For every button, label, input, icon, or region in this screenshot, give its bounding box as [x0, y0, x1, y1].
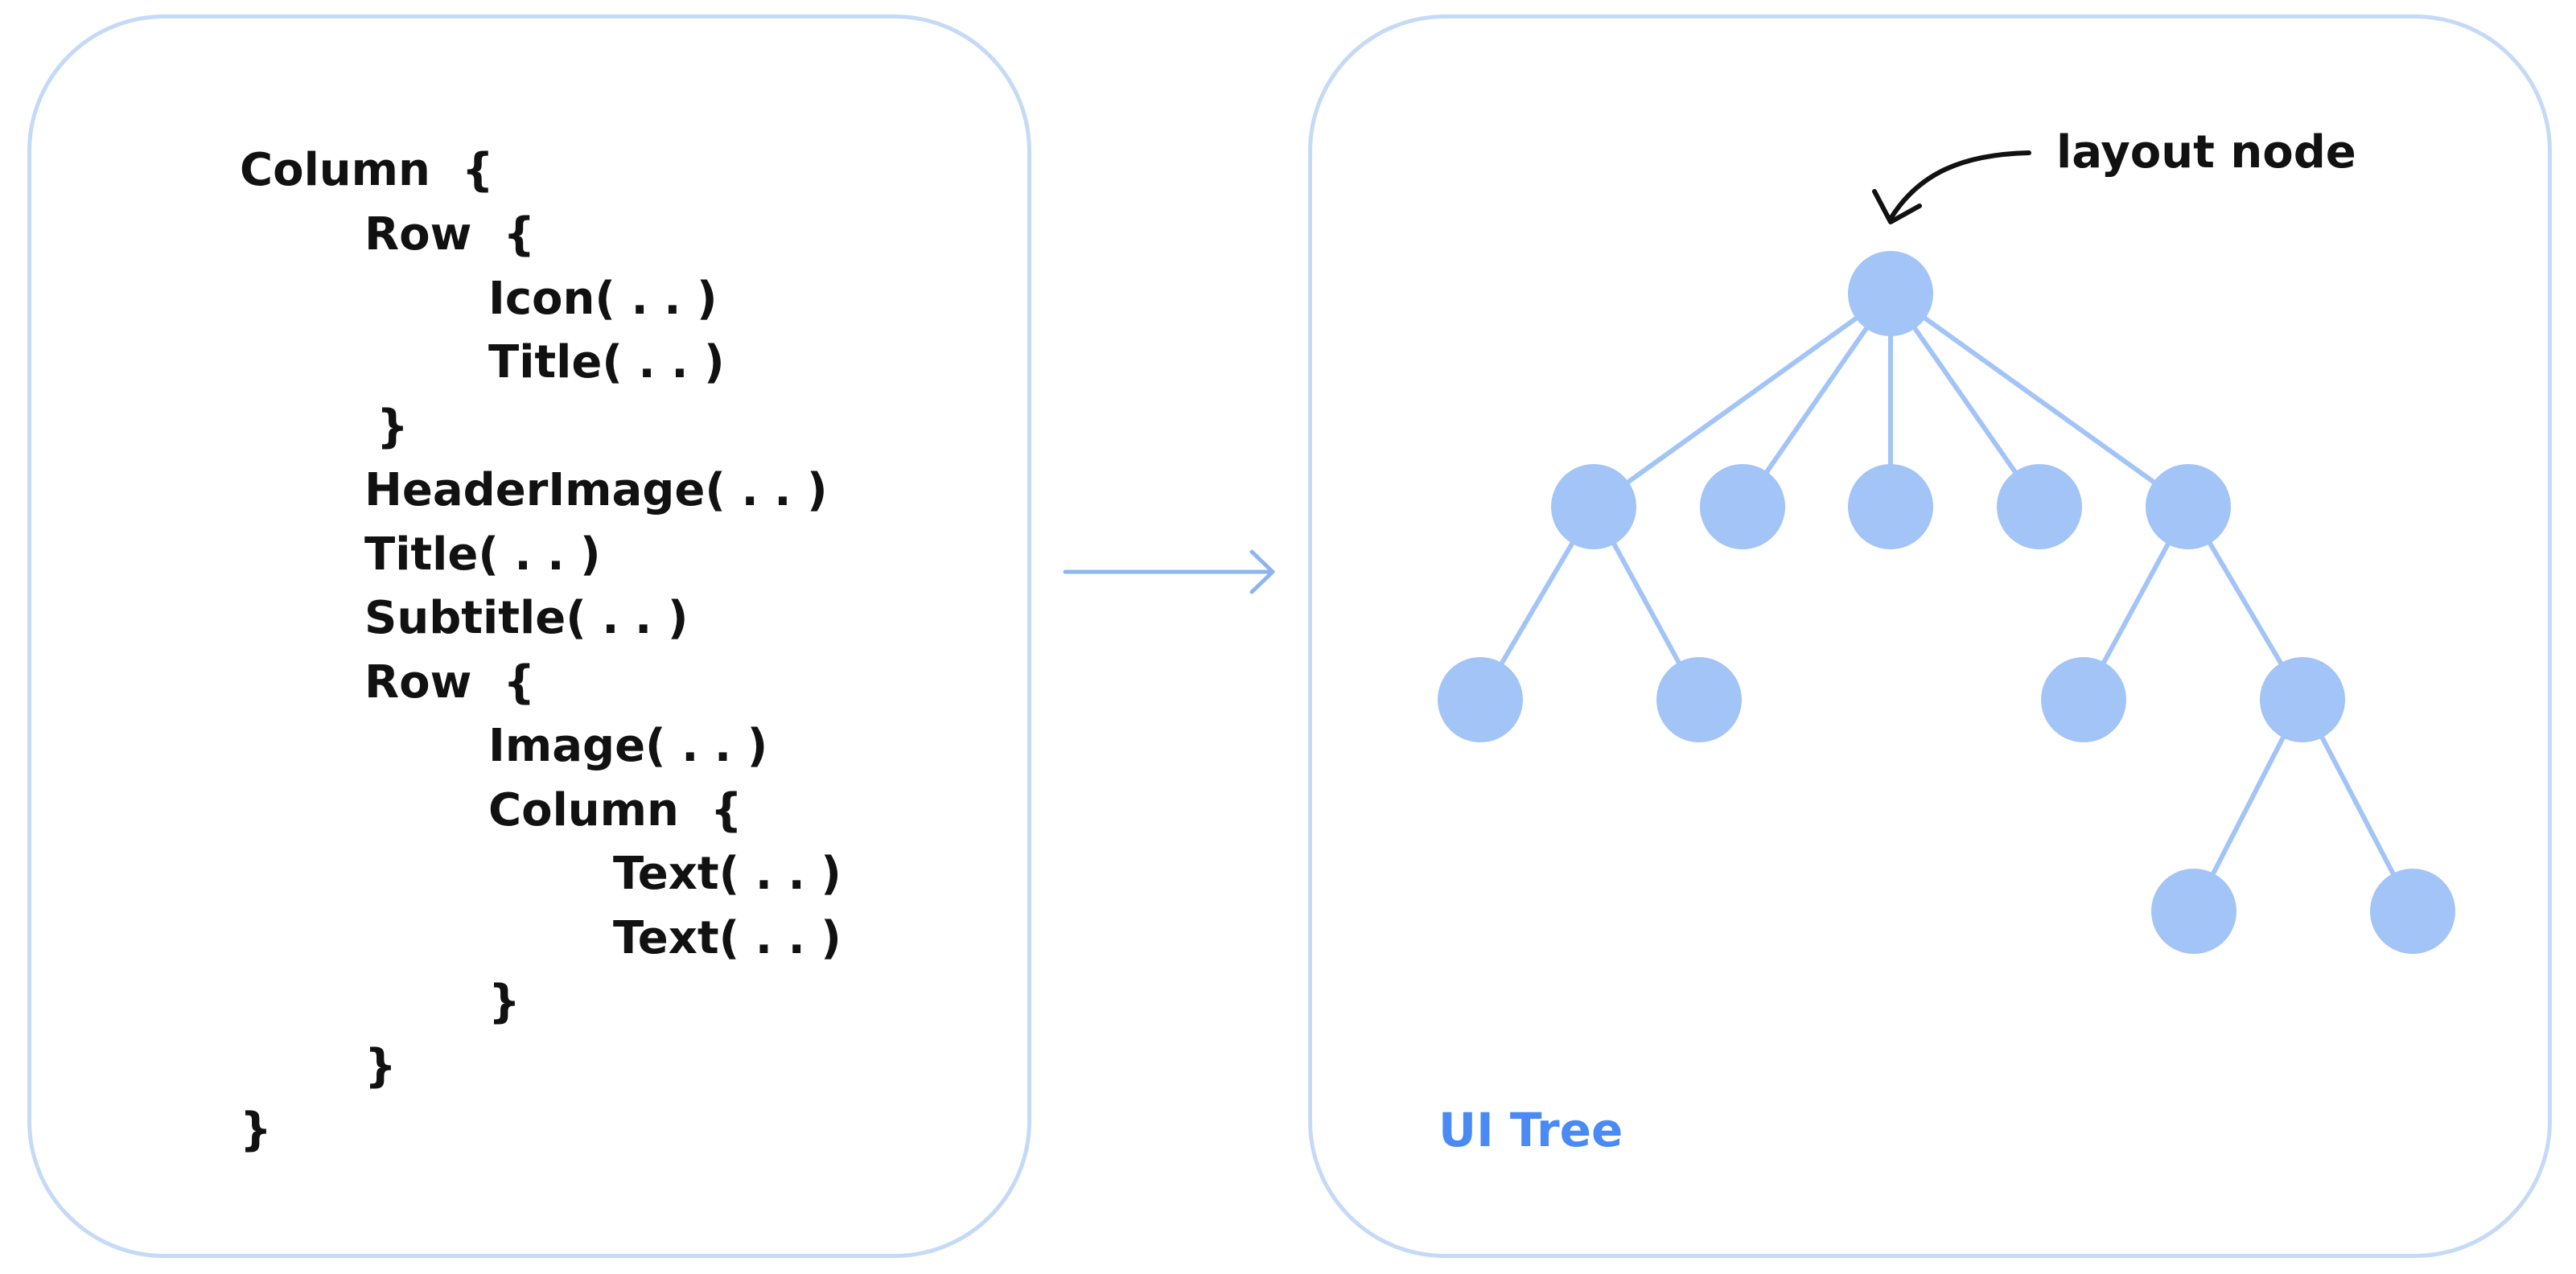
code-line: Text( . . ) — [613, 912, 842, 964]
code-line: HeaderImage( . . ) — [364, 464, 828, 516]
code-line: Row { — [364, 208, 536, 261]
curved-arrow-icon — [1888, 150, 2031, 221]
code-line: Text( . . ) — [613, 848, 842, 900]
layout-node-label: layout node — [2056, 126, 2356, 179]
tree-node — [2146, 464, 2231, 549]
arrowhead-icon — [1872, 189, 1922, 224]
tree-node — [1438, 657, 1523, 742]
code-line: Icon( . . ) — [488, 273, 718, 325]
tree-node — [1700, 464, 1785, 549]
tree-nodes — [1438, 251, 2455, 954]
right-arrow-icon — [1063, 549, 1275, 594]
tree-edge — [1740, 292, 1893, 508]
code-line: Title( . . ) — [488, 336, 725, 388]
code-line: Subtitle( . . ) — [364, 592, 689, 644]
tree-root-node — [1848, 251, 1933, 336]
tree-edge — [1592, 291, 1892, 509]
code-line: Row { — [364, 656, 536, 709]
tree-node — [1551, 464, 1636, 549]
code-line: Title( . . ) — [364, 528, 601, 581]
tree-node — [2370, 869, 2455, 954]
code-line: } — [377, 401, 409, 453]
code-line: Column { — [240, 144, 494, 196]
code-line: Image( . . ) — [488, 720, 768, 772]
tree-node — [2151, 869, 2237, 954]
tree-node — [1997, 464, 2082, 549]
tree-edge — [1889, 291, 2190, 509]
code-line: Column { — [488, 784, 743, 836]
code-panel — [27, 14, 1031, 1258]
code-line: } — [364, 1040, 397, 1092]
tree-node — [1656, 657, 1742, 742]
tree-node — [1848, 464, 1933, 549]
tree-edges — [1478, 291, 2415, 913]
tree-node — [2260, 657, 2345, 742]
code-line: } — [240, 1103, 272, 1156]
tree-edge — [1888, 292, 2042, 508]
tree-node — [2041, 657, 2126, 742]
ui-tree-caption: UI Tree — [1438, 1103, 1623, 1157]
code-line: } — [488, 976, 521, 1028]
